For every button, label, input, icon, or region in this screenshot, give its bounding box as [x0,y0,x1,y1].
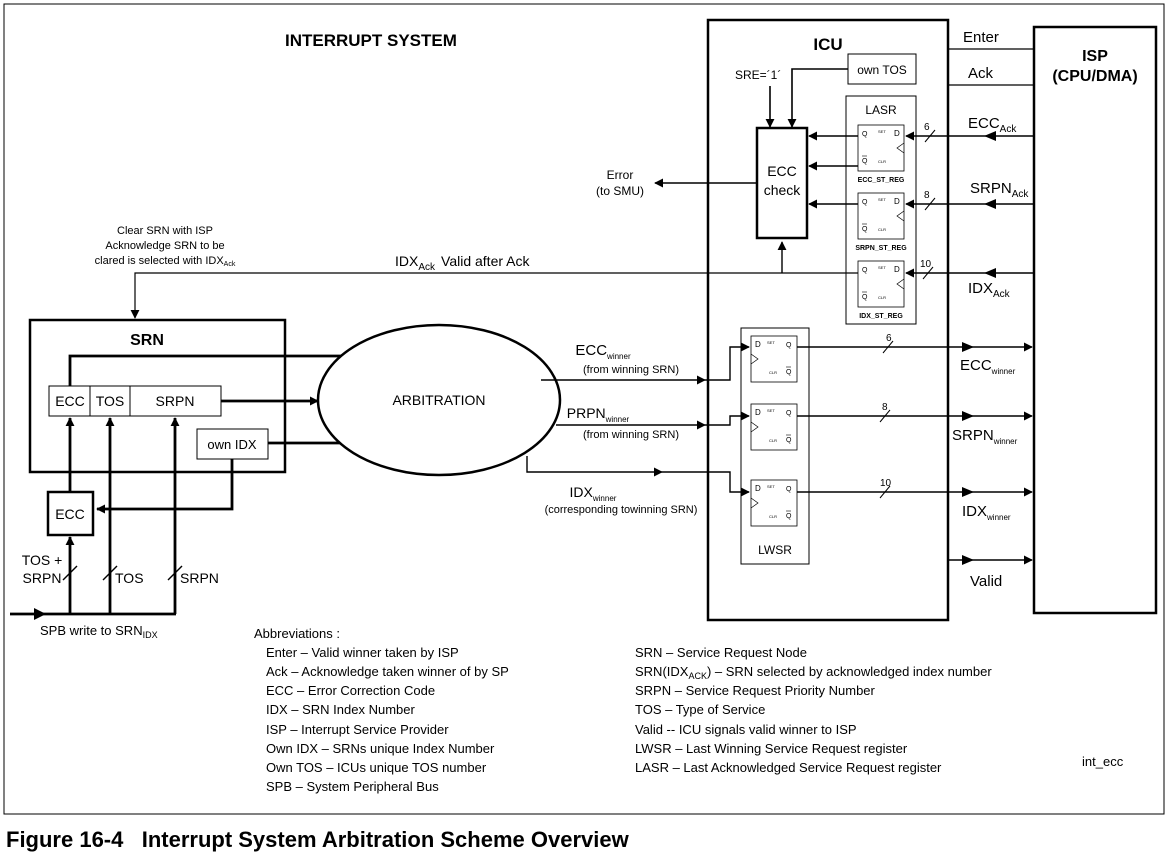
abbr-right-4: Valid -- ICU signals valid winner to ISP [635,722,857,737]
ref-code: int_ecc [1082,754,1124,769]
abbr-right-3: TOS – Type of Service [635,702,765,717]
ecc-to-lwsr [705,342,750,381]
arb-ecc-note: (from winning SRN) [583,364,679,376]
spb-label: SPB write to SRNIDX [40,623,158,640]
bus-tos-label: TOS [115,570,144,586]
abbr-left-5: Own IDX – SRNs unique Index Number [266,741,495,756]
abbr-left-0: Enter – Valid winner taken by ISP [266,645,459,660]
isp-title: ISP [1082,48,1108,65]
srn-ecc-to-arb [68,351,358,386]
abbr-right-1: SRN(IDXACK) – SRN selected by acknowledg… [635,664,992,681]
bus-srpn-label: SRPN [180,570,219,586]
arb-prpn-note: (from winning SRN) [583,429,679,441]
arb-idx-out [526,456,663,477]
own-tos-line [787,68,848,128]
ecc-check-label-2: check [764,182,802,198]
isp-subtitle: (CPU/DMA) [1052,68,1137,85]
ack-label: Ack [968,65,994,82]
figure-caption: Figure 16-4 Interrupt System Arbitration… [6,827,630,852]
ecc-ack-label: ECCAck [968,115,1017,135]
valid-label: Valid [970,573,1002,590]
enter-label: Enter [963,29,999,46]
arb-idx-label: IDXwinner [570,484,617,503]
srpn-st-reg-label: SRPN_ST_REG [855,245,907,252]
ecc-winner-label: ECCwinner [960,357,1016,376]
idx-to-lwsr [662,471,750,497]
width-idx-ack: 10 [920,259,932,270]
abbr-left-4: ISP – Interrupt Service Provider [266,722,449,737]
ecc-check-label-1: ECC [767,163,797,179]
srn-box [28,318,287,474]
prpn-to-lwsr [705,411,750,426]
own-idx-to-ecc [96,459,234,514]
srn-srpn-field: SRPN [156,393,195,409]
sre-label: SRE=´1´ [735,68,781,82]
ecc-st-reg-label: ECC_ST_REG [858,177,905,184]
abbr-right-5: LWSR – Last Winning Service Request regi… [635,741,908,756]
abbr-left-7: SPB – System Peripheral Bus [266,779,439,794]
error-label: Error [607,168,634,182]
icu-title: ICU [813,35,842,54]
width-ecc-winner: 6 [886,333,892,344]
tos-srpn-label-2: SRPN [23,570,62,586]
abbr-right-0: SRN – Service Request Node [635,645,807,660]
clear-note-line-1: Clear SRN with ISP [117,225,213,237]
idx-ack-feedback-line [130,272,858,319]
diagram-title: INTERRUPT SYSTEM [285,31,457,50]
clear-note-line-2: Acknowledge SRN to be [105,240,224,252]
abbr-left-6: Own TOS – ICUs unique TOS number [266,760,487,775]
arbitration-ellipse [316,323,562,477]
srn-fields-box [48,385,222,417]
lasr-label: LASR [865,103,897,117]
abbreviations-heading: Abbreviations : [254,626,340,641]
width-idx-winner: 10 [880,478,892,489]
idx-st-reg-label: IDX_ST_REG [859,313,903,320]
error-sublabel: (to SMU) [596,184,644,198]
width-srpn-ack: 8 [924,190,930,201]
isp-box [1032,25,1158,615]
arb-ecc-label: ECCwinner [575,342,631,361]
abbr-left-1: Ack – Acknowledge taken winner of by SP [266,664,509,679]
idx-winner-label: IDXwinner [962,503,1011,522]
arb-prpn-label: PRPNwinner [567,405,630,424]
srn-tos-field: TOS [96,393,125,409]
abbr-left-2: ECC – Error Correction Code [266,683,435,698]
idx-ack-label: IDXAck [968,280,1011,300]
abbr-left-3: IDX – SRN Index Number [266,702,416,717]
srn-ecc-field: ECC [55,393,85,409]
tos-srpn-label-1: TOS + [22,552,63,568]
abbr-right-6: LASR – Last Acknowledged Service Request… [635,760,942,775]
srn-title: SRN [130,332,164,349]
ecc-block [46,490,95,537]
abbr-right-2: SRPN – Service Request Priority Number [635,683,876,698]
arbitration-label: ARBITRATION [392,392,485,408]
clear-note-line-3: clared is selected with IDXAck [95,255,236,268]
own-idx-label: own IDX [207,437,256,452]
width-srpn-winner: 8 [882,402,888,413]
outer-frame [3,3,1165,815]
srpn-winner-label: SRPNwinner [952,427,1018,446]
width-ecc-ack: 6 [924,122,930,133]
lwsr-label: LWSR [758,543,792,557]
ecc-block-label: ECC [55,506,85,522]
own-tos-box [847,53,917,85]
own-tos-label: own TOS [857,63,907,77]
icu-box [706,18,950,622]
srpn-ack-label: SRPNAck [970,180,1029,200]
arb-idx-note: (corresponding towinning SRN) [545,504,698,516]
